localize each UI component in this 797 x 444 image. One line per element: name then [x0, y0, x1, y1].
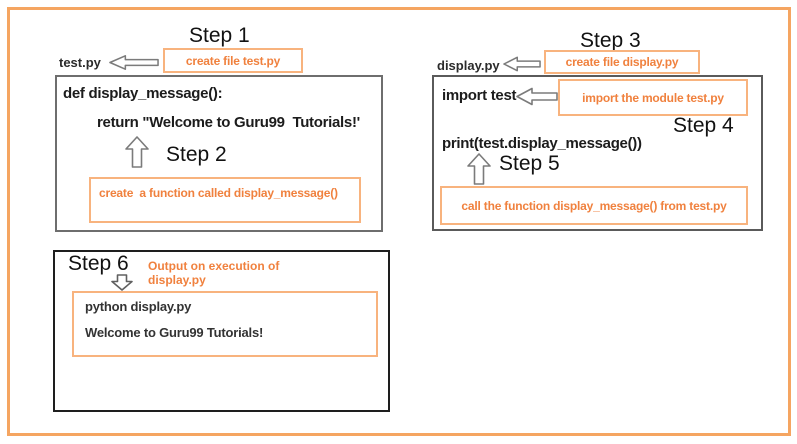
create-function-note-text: create a function called display_message…	[99, 186, 338, 200]
create-test-note-text: create file test.py	[185, 53, 281, 68]
code-return-line: return "Welcome to Guru99 Tutorials!'	[97, 114, 360, 131]
arrow-up-icon	[125, 136, 149, 168]
create-test-note-box: create file test.py	[163, 48, 303, 73]
step-5-heading: Step 5	[499, 152, 560, 175]
arrow-left-icon	[516, 87, 558, 106]
test-py-file-label: test.py	[59, 55, 101, 70]
code-import-line: import test	[442, 87, 517, 104]
output-terminal-box: python display.py Welcome to Guru99 Tuto…	[72, 291, 378, 357]
arrow-up-icon	[467, 153, 491, 185]
arrow-down-icon	[111, 274, 133, 291]
step-6-heading: Step 6	[68, 252, 129, 275]
output-caption: Output on execution of display.py	[148, 259, 280, 287]
step-2-heading: Step 2	[166, 143, 227, 166]
code-def-line: def display_message():	[63, 85, 223, 102]
code-print-line: print(test.display_message())	[442, 135, 642, 152]
step-4-heading: Step 4	[673, 114, 734, 137]
outer-frame	[7, 7, 791, 436]
arrow-left-icon	[109, 54, 159, 71]
create-function-note-box: create a function called display_message…	[89, 177, 361, 223]
import-module-note-text: import the module test.py	[582, 90, 724, 105]
import-module-note-box: import the module test.py	[558, 79, 748, 116]
create-display-note-box: create file display.py	[544, 50, 700, 74]
arrow-left-icon	[503, 56, 541, 72]
step-3-heading: Step 3	[580, 29, 641, 52]
call-function-note-box: call the function display_message() from…	[440, 186, 748, 225]
create-display-note-text: create file display.py	[565, 55, 679, 69]
output-result-line: Welcome to Guru99 Tutorials!	[85, 325, 264, 340]
step-1-heading: Step 1	[189, 24, 250, 47]
display-py-file-label: display.py	[437, 58, 500, 73]
output-command-line: python display.py	[85, 299, 192, 314]
call-function-note-text: call the function display_message() from…	[461, 198, 727, 213]
